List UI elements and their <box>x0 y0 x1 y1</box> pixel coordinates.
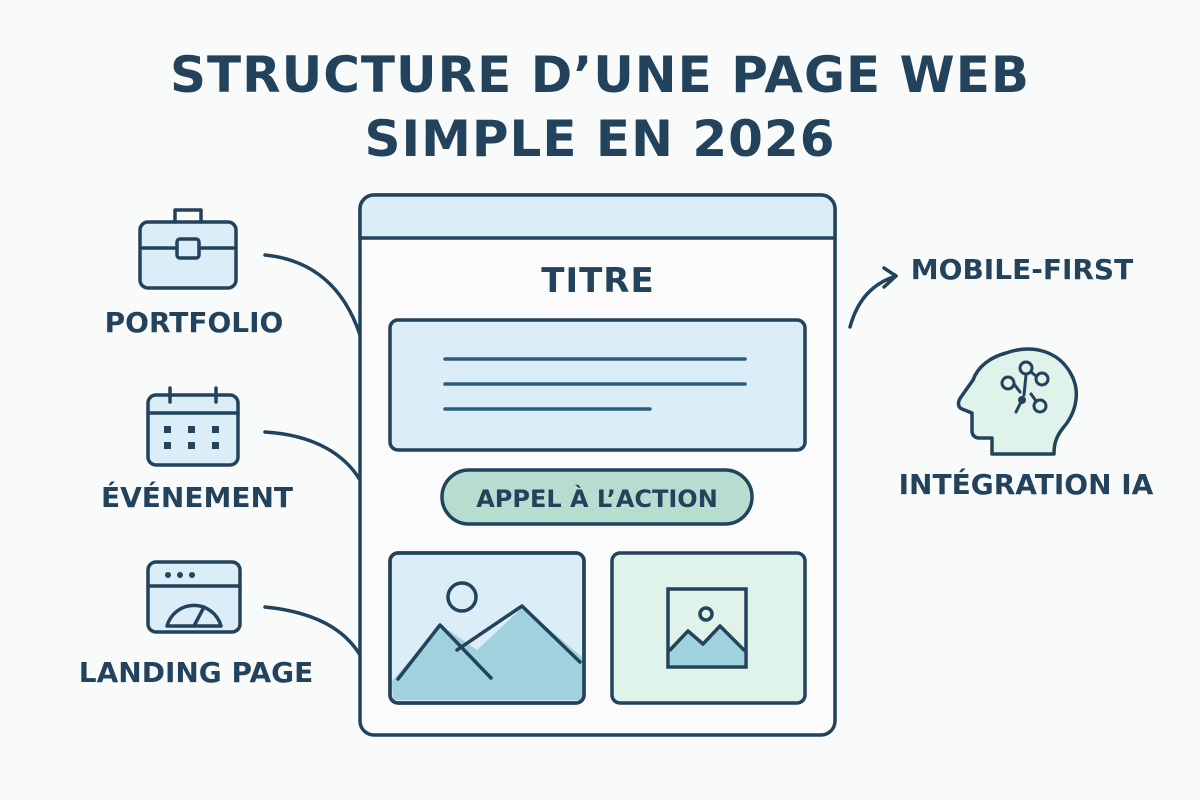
landing-page-group: LANDING PAGE <box>79 560 362 689</box>
evenement-label: ÉVÉNEMENT <box>101 480 293 514</box>
page-heading: TITRE <box>541 261 654 301</box>
landing-page-connector <box>263 605 362 657</box>
mobile-first-group: MOBILE-FIRST <box>848 253 1133 329</box>
portfolio-connector <box>263 253 362 337</box>
head-circuit-icon <box>956 347 1079 456</box>
calendar-icon <box>146 386 240 467</box>
picture-frame-icon <box>610 551 807 705</box>
portfolio-group: PORTFOLIO <box>105 208 362 339</box>
page-mockup: TITRE APPEL À L’ACTION <box>358 193 837 737</box>
curved-arrow-icon <box>848 266 898 329</box>
ai-integration-label: INTÉGRATION IA <box>899 467 1154 501</box>
browser-header-bar <box>358 193 837 240</box>
cta-button[interactable]: APPEL À L’ACTION <box>440 468 754 526</box>
landscape-image-icon <box>388 551 586 705</box>
evenement-connector <box>263 430 362 482</box>
briefcase-icon <box>138 208 238 290</box>
evenement-group: ÉVÉNEMENT <box>101 386 362 514</box>
mobile-first-label: MOBILE-FIRST <box>911 253 1133 286</box>
text-content-block <box>388 318 807 452</box>
ai-integration-group: INTÉGRATION IA <box>899 347 1154 501</box>
cta-label: APPEL À L’ACTION <box>476 484 718 513</box>
title-line-2: SIMPLE EN 2026 <box>364 110 835 168</box>
title-line-1: STRUCTURE D’UNE PAGE WEB <box>170 46 1030 104</box>
portfolio-label: PORTFOLIO <box>105 306 284 339</box>
landing-page-label: LANDING PAGE <box>79 656 314 689</box>
browser-gauge-icon <box>146 560 242 634</box>
